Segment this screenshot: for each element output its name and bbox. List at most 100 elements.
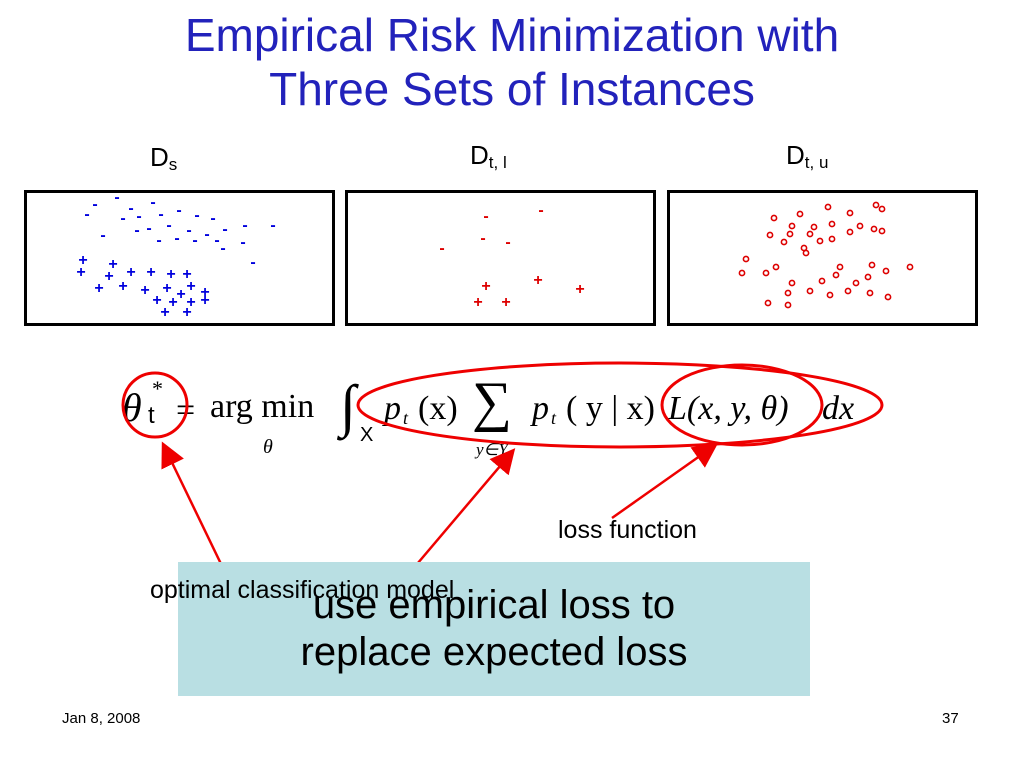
source-positive-point: + <box>118 278 127 295</box>
source-negative-point: - <box>134 222 139 239</box>
target-unlabeled-point <box>738 269 746 277</box>
expected-loss-ellipse <box>356 361 884 449</box>
source-positive-point: + <box>160 304 169 321</box>
conditional-pt: p <box>532 390 549 427</box>
target-unlabeled-point <box>762 269 770 277</box>
slide-number: 37 <box>942 710 959 727</box>
source-positive-point: + <box>78 252 87 269</box>
source-negative-point: - <box>114 193 119 206</box>
empirical-loss-callout: use empirical loss to replace expected l… <box>178 562 810 696</box>
target-unlabeled-point <box>828 220 836 228</box>
source-negative-point: - <box>250 254 255 271</box>
source-negative-point: - <box>128 200 133 217</box>
source-positive-point: + <box>176 286 185 303</box>
conditional-argument: ( y | x) <box>566 390 655 427</box>
source-negative-point: - <box>222 221 227 238</box>
source-negative-point: - <box>156 232 161 249</box>
source-positive-point: + <box>182 304 191 321</box>
target-unlabeled-point <box>806 230 814 238</box>
source-positive-point: + <box>200 292 209 309</box>
source-negative-point: - <box>192 232 197 249</box>
source-negative-point: - <box>120 210 125 227</box>
target-labeled-positive-point: + <box>473 294 482 311</box>
label-source-set: Ds <box>150 142 178 174</box>
target-unlabeled-point <box>766 231 774 239</box>
source-positive-point: + <box>186 294 195 311</box>
target-labeled-negative-point: - <box>538 202 543 219</box>
source-negative-point: - <box>240 234 245 251</box>
target-unlabeled-point <box>856 222 864 230</box>
source-positive-point: + <box>162 280 171 297</box>
title-line-2: Three Sets of Instances <box>269 63 755 115</box>
optimal-model-label: optimal classification model <box>150 576 455 604</box>
target-labeled-scatter: -----+++++ <box>439 202 584 311</box>
target-unlabeled-point <box>844 287 852 295</box>
source-positive-point: + <box>126 264 135 281</box>
target-unlabeled-point <box>852 279 860 287</box>
argmin-subscript: θ <box>263 436 273 458</box>
density-x-argument: (x) <box>418 390 458 427</box>
source-positive-point: + <box>146 264 155 281</box>
target-unlabeled-point <box>810 223 818 231</box>
source-negative-point: - <box>194 207 199 224</box>
target-unlabeled-point <box>818 277 826 285</box>
target-unlabeled-point <box>780 238 788 246</box>
source-negative-point: - <box>158 206 163 223</box>
loss-function-label: loss function <box>558 516 697 544</box>
integral-sign: ∫ <box>340 373 356 438</box>
theta-highlight-circle <box>121 371 189 439</box>
callout-line-1: use empirical loss to <box>312 583 676 627</box>
source-negative-point: - <box>176 202 181 219</box>
target-labeled-positive-point: + <box>533 272 542 289</box>
target-unlabeled-point <box>828 235 836 243</box>
target-labeled-negative-point: - <box>439 240 444 257</box>
target-labeled-negative-point: - <box>505 234 510 251</box>
source-positive-point: + <box>140 282 149 299</box>
source-positive-point: + <box>182 266 191 283</box>
source-negative-point: - <box>242 217 247 234</box>
integral-subscript: X <box>360 424 374 446</box>
target-unlabeled-point <box>878 205 886 213</box>
source-negative-point: - <box>186 222 191 239</box>
arrow-to-loss-function <box>611 443 719 520</box>
source-set-scatter: ---------------------------+++++++++++++… <box>76 193 275 321</box>
target-unlabeled-point <box>786 230 794 238</box>
label-target-unlabeled-set: Dt, u <box>786 140 829 172</box>
dx-term: dx <box>822 390 855 427</box>
source-positive-point: + <box>200 284 209 301</box>
source-set-panel: ---------------------------+++++++++++++… <box>24 190 335 326</box>
source-negative-point: - <box>100 227 105 244</box>
target-unlabeled-point <box>846 228 854 236</box>
target-unlabeled-point <box>836 263 844 271</box>
target-unlabeled-point <box>882 267 890 275</box>
sum-sign: ∑ <box>472 371 512 433</box>
source-negative-point: - <box>92 196 97 213</box>
target-unlabeled-scatter <box>738 201 914 309</box>
target-labeled-negative-point: - <box>480 230 485 247</box>
source-negative-point: - <box>146 220 151 237</box>
source-positive-point: + <box>104 268 113 285</box>
target-labeled-positive-point: + <box>575 281 584 298</box>
source-negative-point: - <box>210 210 215 227</box>
target-unlabeled-point <box>788 222 796 230</box>
source-negative-point: - <box>150 194 155 211</box>
source-positive-point: + <box>76 264 85 281</box>
source-positive-point: + <box>108 256 117 273</box>
target-unlabeled-point <box>770 214 778 222</box>
target-unlabeled-point <box>772 263 780 271</box>
source-negative-point: - <box>270 217 275 234</box>
target-labeled-panel: -----+++++ <box>345 190 656 326</box>
target-unlabeled-point <box>784 301 792 309</box>
target-unlabeled-point <box>872 201 880 209</box>
target-unlabeled-panel <box>667 190 978 326</box>
theta-star: * <box>152 376 163 401</box>
source-negative-point: - <box>204 226 209 243</box>
target-unlabeled-point <box>866 289 874 297</box>
slide-title: Empirical Risk Minimization with Three S… <box>0 8 1024 116</box>
argmin-operator: arg min <box>210 388 315 425</box>
target-unlabeled-point <box>796 210 804 218</box>
label-target-labeled-set: Dt, l <box>470 140 507 172</box>
target-unlabeled-point <box>742 255 750 263</box>
target-unlabeled-point <box>832 271 840 279</box>
